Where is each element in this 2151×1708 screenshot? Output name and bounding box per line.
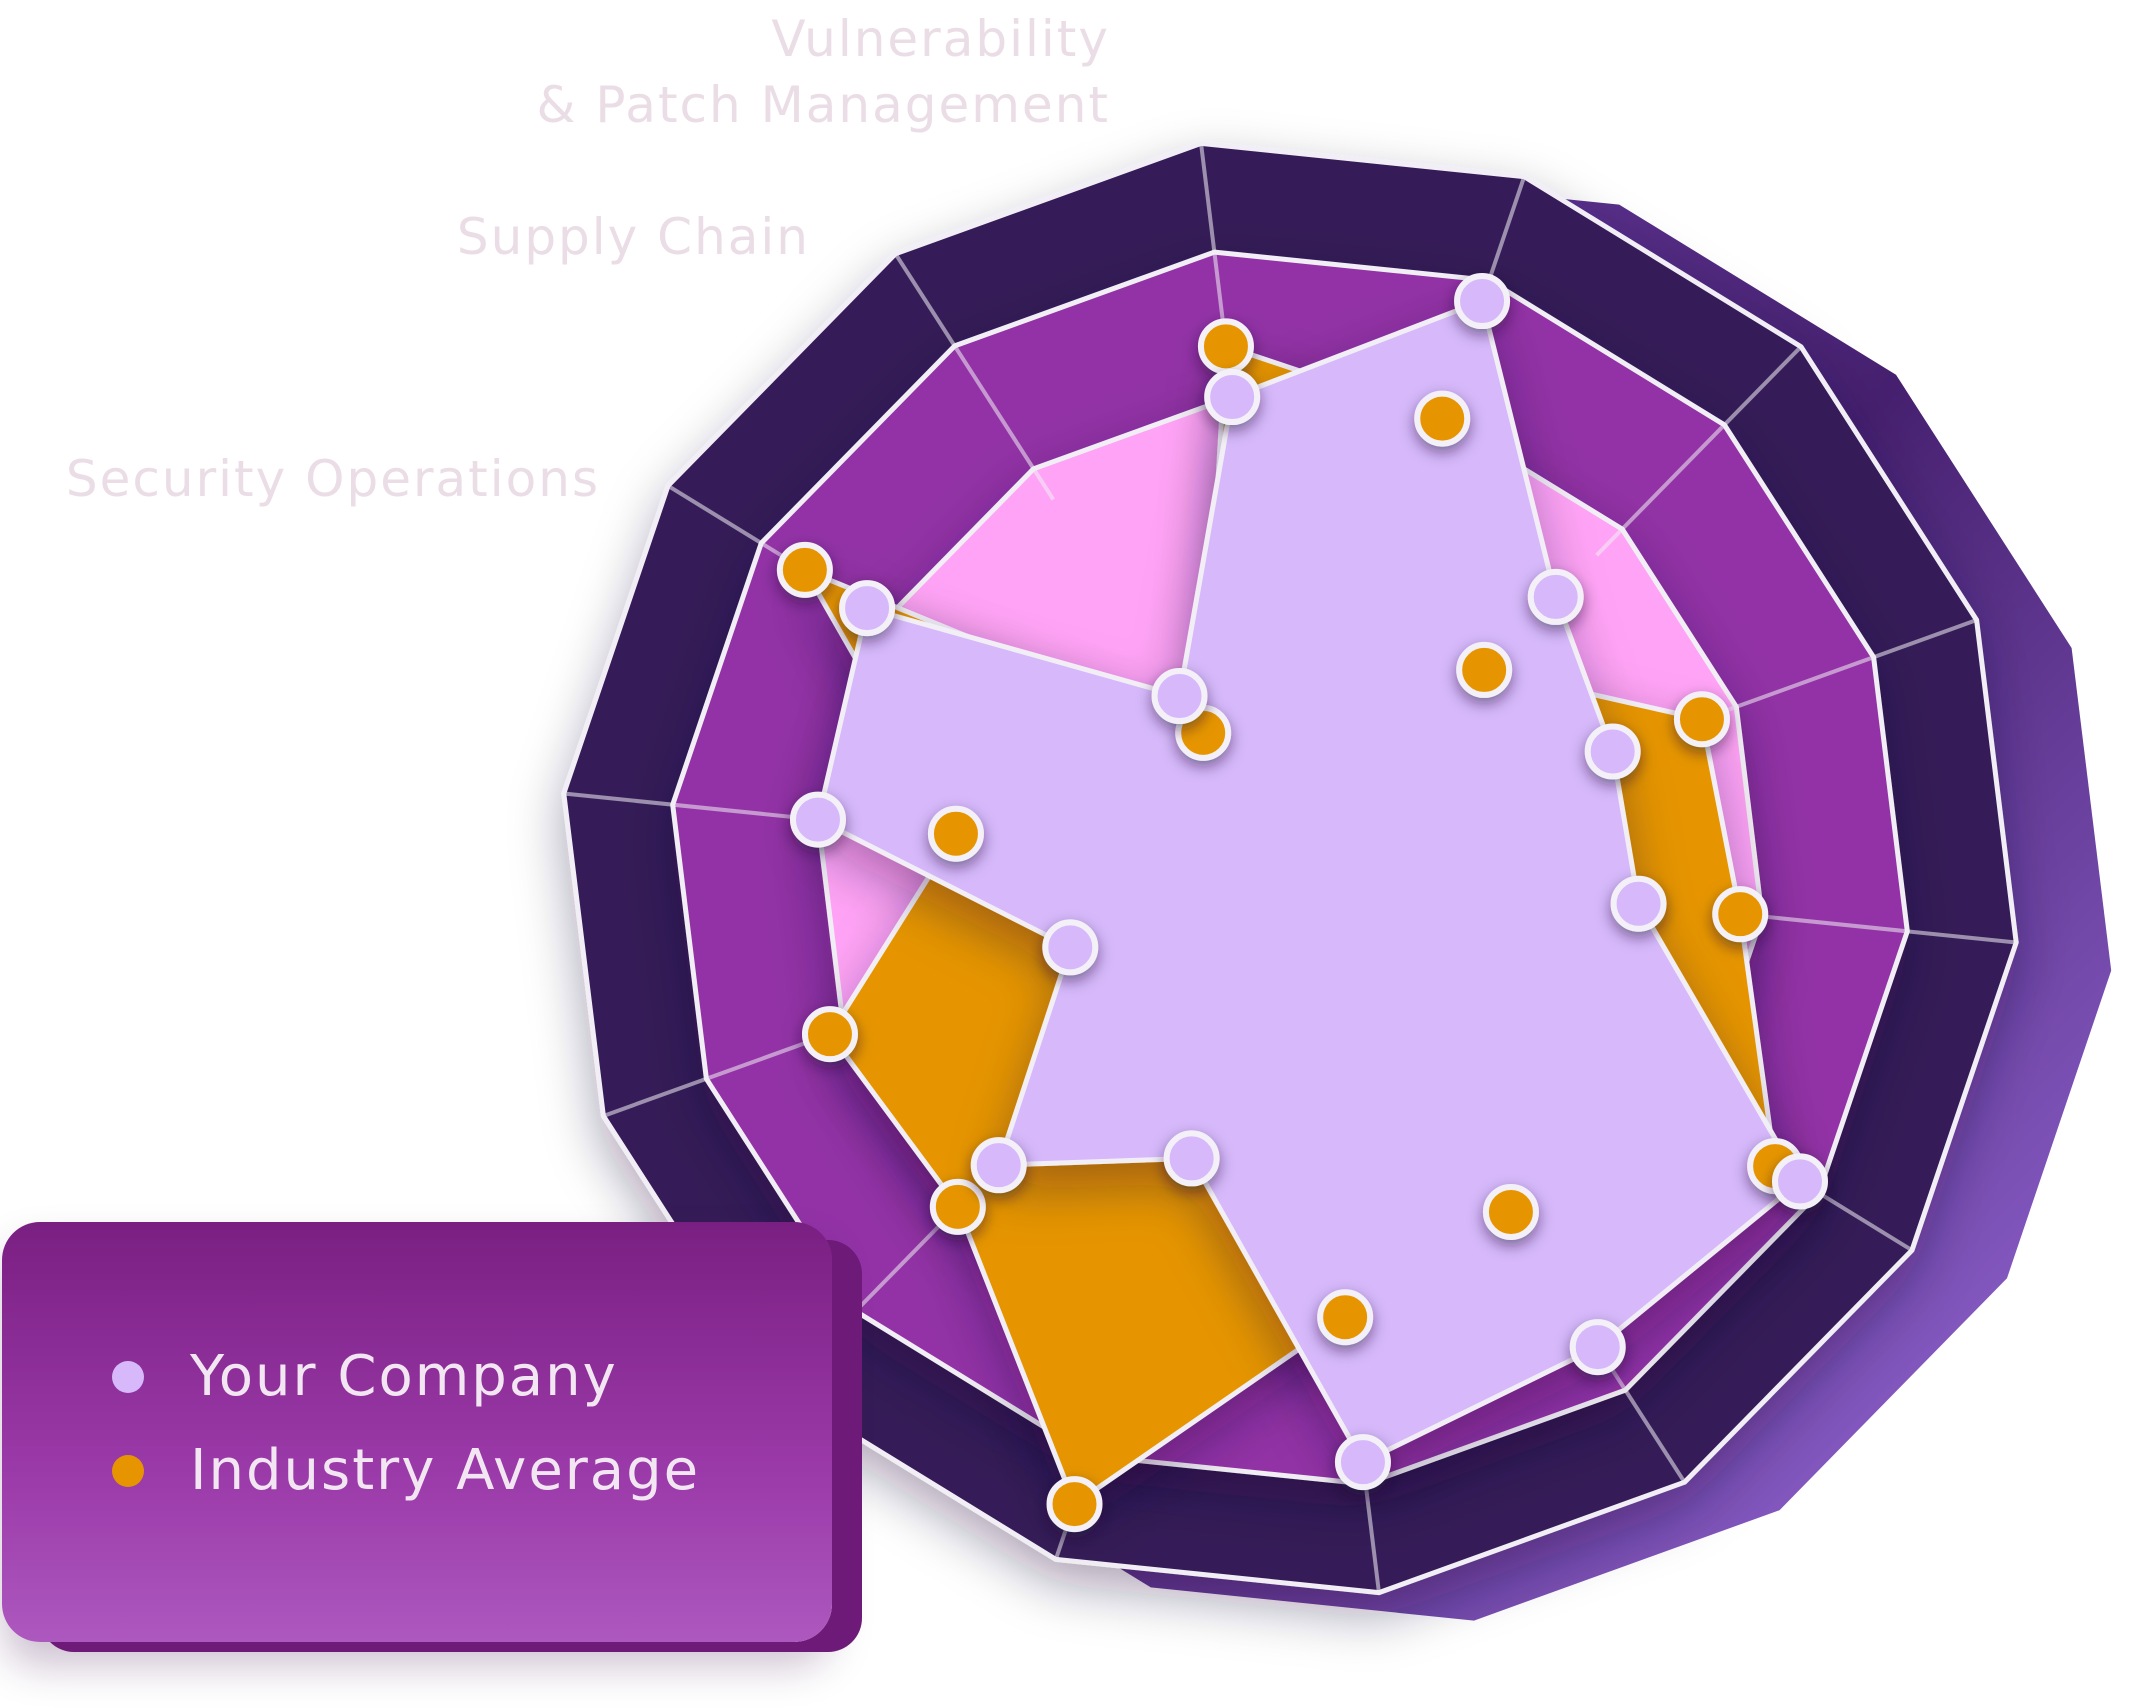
data-point-your-company-13 [1151, 668, 1208, 725]
axis-label-supply-chain: Supply Chain [456, 208, 810, 266]
data-point-industry-average-8 [1046, 1476, 1103, 1533]
data-point-your-company-6 [1569, 1319, 1626, 1376]
data-point-industry-average-1 [1414, 390, 1471, 447]
data-point-industry-average-10 [801, 1006, 858, 1063]
data-point-industry-average-0 [1197, 318, 1254, 375]
legend: Your Company Industry Average [0, 1222, 868, 1648]
data-point-your-company-8 [1163, 1130, 1220, 1187]
data-point-your-company-1 [1454, 273, 1511, 330]
legend-item-industry-average[interactable]: Industry Average [112, 1438, 700, 1503]
data-point-your-company-0 [1204, 369, 1261, 426]
data-point-your-company-12 [839, 580, 896, 637]
axis-label-security-operations: Security Operations [65, 450, 600, 508]
data-point-your-company-5 [1772, 1153, 1829, 1210]
legend-marker-your-company [112, 1360, 144, 1393]
legend-label-industry-average: Industry Average [190, 1438, 701, 1503]
data-point-your-company-2 [1527, 568, 1584, 625]
data-point-industry-average-9 [929, 1178, 986, 1235]
data-point-industry-average-3 [1673, 691, 1730, 748]
legend-label-your-company: Your Company [190, 1344, 618, 1409]
axis-label-vulnerability-patch-management: Vulnerability & Patch Management [536, 10, 1110, 134]
radar-spoke-13 [893, 252, 1055, 501]
data-point-industry-average-4 [1712, 886, 1769, 943]
data-point-industry-average-12 [776, 541, 833, 598]
data-point-your-company-9 [970, 1137, 1027, 1194]
data-point-your-company-7 [1334, 1434, 1391, 1491]
data-point-industry-average-6 [1482, 1183, 1539, 1240]
data-point-industry-average-2 [1456, 641, 1513, 698]
radar-spoke-3 [1701, 618, 1978, 722]
radar-spoke-2 [1595, 345, 1803, 557]
legend-item-your-company[interactable]: Your Company [112, 1344, 618, 1409]
legend-marker-industry-average [112, 1454, 144, 1487]
radar-spoke-4 [1725, 910, 2017, 945]
data-point-your-company-3 [1584, 723, 1641, 780]
data-point-industry-average-11 [927, 805, 984, 862]
legend-card: Your Company Industry Average [2, 1222, 832, 1642]
radar-points [776, 273, 1829, 1533]
data-point-your-company-4 [1610, 875, 1667, 932]
data-point-your-company-11 [789, 791, 846, 848]
data-point-industry-average-7 [1317, 1289, 1374, 1346]
data-point-your-company-10 [1042, 919, 1099, 976]
